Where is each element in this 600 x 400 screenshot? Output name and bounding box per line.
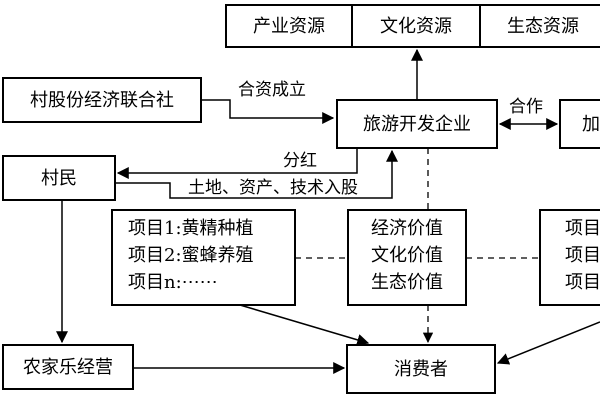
project-right-item: 项目 — [565, 272, 600, 293]
villagers-box: 村民 — [2, 155, 116, 201]
ecological-resources-label: 生态资源 — [507, 16, 579, 37]
dividend-arrow — [116, 148, 358, 179]
project-right-item: 项目 — [565, 245, 600, 266]
partner-label: 加 — [582, 114, 600, 135]
shares-arrow — [115, 149, 398, 199]
industry-resources-label: 产业资源 — [253, 16, 325, 37]
resources-box: 产业资源 文化资源 生态资源 — [225, 4, 600, 48]
joint-investment-arrow — [201, 99, 335, 124]
joint-investment-label: 合资成立 — [238, 80, 306, 100]
dividend-label: 分红 — [283, 151, 317, 171]
farmhouse-box: 农家乐经营 — [2, 344, 134, 390]
project-left-item: 项目n:⋯⋯ — [128, 272, 218, 293]
village-cooperative-box: 村股份经济联合社 — [2, 77, 202, 123]
value-item: 生态价值 — [371, 272, 443, 293]
project-left-item: 项目2:蜜蜂养殖 — [128, 244, 254, 266]
project-left-item: 项目1:黄精种植 — [128, 218, 254, 239]
projects-left-box: 项目1:黄精种植 项目2:蜜蜂养殖 项目n:⋯⋯ — [111, 209, 296, 306]
partner-box: 加 — [559, 99, 600, 149]
value-item: 经济价值 — [371, 218, 443, 239]
consumers-box: 消费者 — [346, 344, 496, 394]
value-item: 文化价值 — [371, 245, 443, 266]
projects-to-consumers-arrow — [239, 304, 370, 346]
right-projects-to-consumers-arrow — [496, 321, 600, 365]
tourism-enterprise-label: 旅游开发企业 — [363, 114, 471, 135]
cooperation-label: 合作 — [509, 97, 543, 117]
village-cooperative-label: 村股份经济联合社 — [30, 90, 174, 111]
project-right-item: 项目 — [565, 218, 600, 239]
consumers-label: 消费者 — [394, 359, 448, 380]
shares-label: 土地、资产、技术入股 — [188, 178, 358, 198]
tourism-enterprise-box: 旅游开发企业 — [336, 99, 498, 149]
values-box: 经济价值 文化价值 生态价值 — [347, 209, 467, 306]
cultural-resources-label: 文化资源 — [380, 16, 452, 37]
projects-right-box: 项目 项目 项目 — [539, 209, 600, 306]
villagers-label: 村民 — [41, 168, 77, 189]
farmhouse-label: 农家乐经营 — [23, 357, 113, 378]
